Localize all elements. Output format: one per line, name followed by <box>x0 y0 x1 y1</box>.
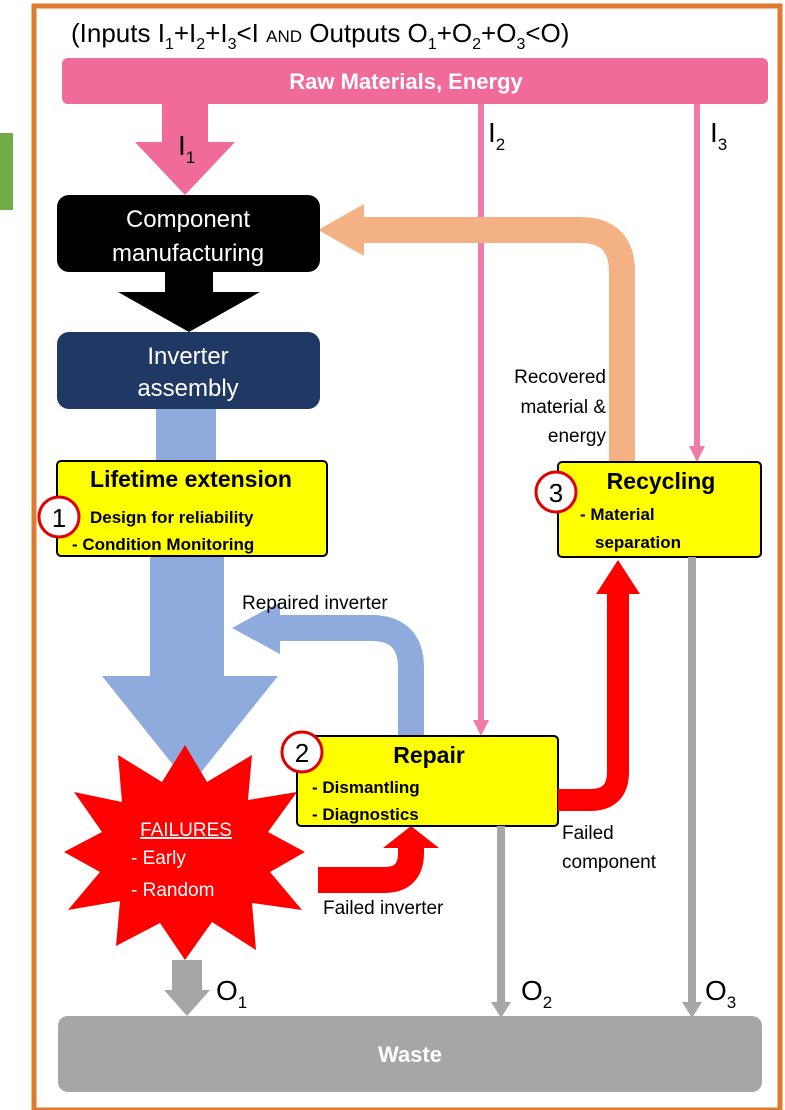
green-tab <box>0 133 13 210</box>
raw-materials-label: Raw Materials, Energy <box>289 69 523 94</box>
recovered-label-2: material & <box>520 397 606 418</box>
recycling-item-2: separation <box>595 533 681 552</box>
repaired-inverter-label: Repaired inverter <box>242 593 388 614</box>
repaired-inverter-arrowhead <box>232 602 280 654</box>
header-formula: (Inputs I1+I2+I3<I AND Outputs O1+O2+O3<… <box>71 18 569 53</box>
lifetime-number: 1 <box>52 503 66 533</box>
input-i3-arrowhead <box>689 446 705 462</box>
component-label-1: Component <box>126 206 250 233</box>
repaired-inverter-arrow <box>276 615 424 736</box>
input-i2-label: I2 <box>488 117 505 154</box>
failed-component-label-2: component <box>562 852 657 873</box>
manufacturing-to-assembly-arrow <box>118 272 260 332</box>
recycling-item-1: - Material <box>580 505 655 524</box>
recycling-number: 3 <box>549 478 563 508</box>
failures-title: FAILURES <box>140 820 232 841</box>
failures-star <box>64 745 305 960</box>
output-o2-arrowhead <box>491 1002 511 1018</box>
blue-flow-arrow <box>102 556 278 786</box>
input-i1-arrow <box>135 104 235 195</box>
failed-inverter-arrowhead <box>383 826 439 848</box>
output-o3-label: O3 <box>705 975 736 1012</box>
inverter-assembly-box <box>57 332 320 409</box>
recovered-label-1: Recovered <box>514 367 606 388</box>
input-i1-label: I1 <box>178 130 195 167</box>
recycling-number-badge <box>534 470 578 514</box>
output-o1-stem <box>172 960 202 992</box>
recovered-material-arrow <box>362 217 635 462</box>
repair-number-badge <box>280 730 324 774</box>
failed-component-arrowhead <box>596 560 640 594</box>
lifetime-item-1: Design for reliability <box>90 508 254 527</box>
recycling-title: Recycling <box>607 468 716 494</box>
output-o2-label: O2 <box>521 975 552 1012</box>
waste-label: Waste <box>378 1042 442 1067</box>
outer-frame <box>31 3 783 1110</box>
repair-box <box>296 735 559 827</box>
failures-item-random: - Random <box>131 880 214 901</box>
component-manufacturing-box <box>57 195 320 272</box>
output-o3-arrowhead <box>682 1002 702 1018</box>
failed-inverter-label: Failed inverter <box>323 898 444 919</box>
repair-number: 2 <box>295 738 309 768</box>
repair-item-1: - Dismantling <box>312 778 420 797</box>
repair-item-2: - Diagnostics <box>312 805 419 824</box>
failed-inverter-arrow <box>318 845 424 893</box>
waste-bar <box>58 1016 762 1092</box>
input-i2-arrowhead <box>473 720 489 736</box>
inverter-label-1: Inverter <box>147 343 228 370</box>
repair-title: Repair <box>393 742 465 768</box>
input-i3-label: I3 <box>710 117 727 154</box>
raw-materials-bar <box>62 58 768 104</box>
output-o1-arrowhead <box>164 990 210 1016</box>
component-label-2: manufacturing <box>112 240 264 267</box>
recovered-label-3: energy <box>548 426 607 447</box>
failed-component-arrow <box>558 592 629 811</box>
blue-flow-top <box>156 409 216 461</box>
failures-item-early: - Early <box>131 848 186 869</box>
lifetime-number-badge <box>37 495 81 539</box>
lifetime-item-2: - Condition Monitoring <box>72 535 254 554</box>
inverter-label-2: assembly <box>137 375 238 402</box>
output-o1-label: O1 <box>216 975 247 1012</box>
failed-component-label-1: Failed <box>562 823 614 844</box>
lifetime-title: Lifetime extension <box>90 466 292 492</box>
recovered-material-arrowhead <box>318 204 364 256</box>
